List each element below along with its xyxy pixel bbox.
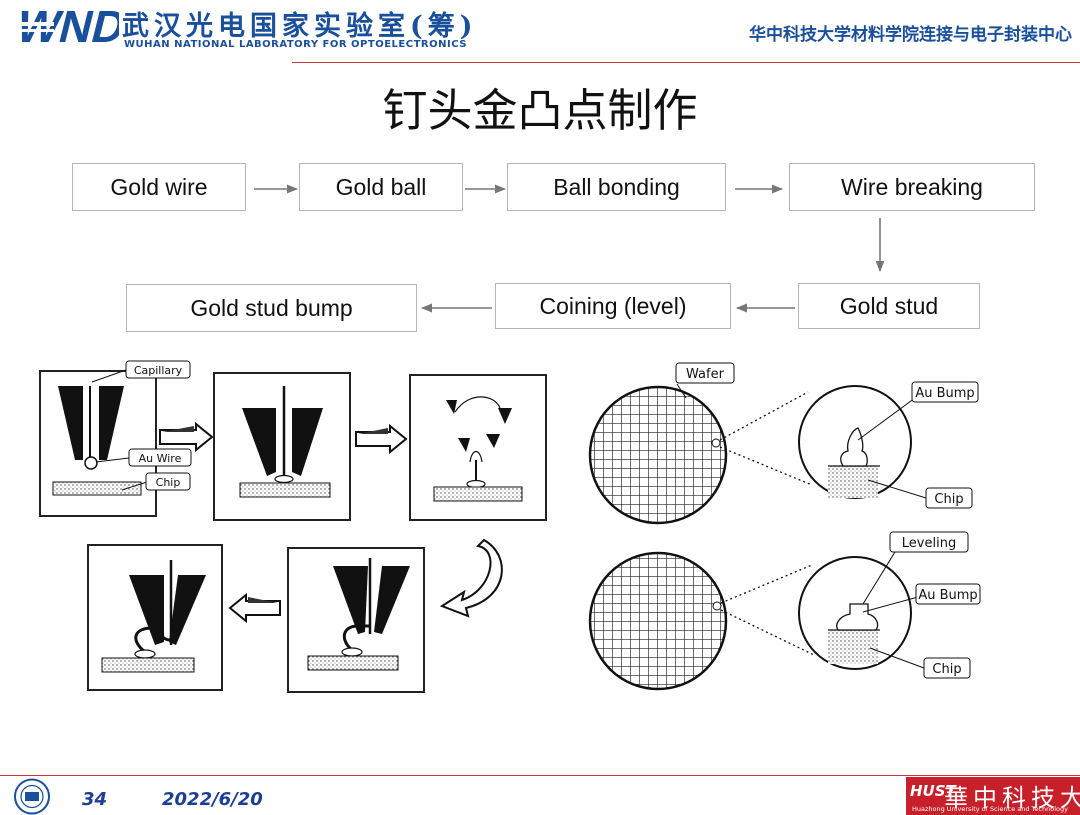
label-leveling: Leveling (902, 536, 956, 551)
bonding-step-1 (39, 370, 157, 517)
center-name: 华中科技大学材料学院连接与电子封装中心 (749, 25, 1072, 45)
lab-name-en: WUHAN NATIONAL LABORATORY FOR OPTOELECTR… (124, 39, 467, 50)
bump-detail-bottom (798, 556, 912, 670)
process-arrow-2 (355, 423, 408, 455)
university-logo: HUST 華中科技大學 Huazhong University of Scien… (906, 777, 1080, 815)
university-mark: HUST (910, 782, 956, 800)
label-chip: Chip (156, 476, 181, 489)
footer-divider (0, 775, 1080, 776)
bonding-step-4 (287, 547, 425, 693)
university-seal (14, 778, 50, 815)
label-wafer: Wafer (686, 367, 725, 382)
header-divider (292, 62, 1080, 63)
bump-detail-top (798, 385, 912, 499)
wnlo-logo: WND (6, 2, 119, 46)
wafer-bottom (588, 551, 728, 691)
flow-step-coining: Coining (level) (495, 283, 731, 329)
flow-step-gold-stud: Gold stud (798, 283, 980, 329)
bonding-step-3 (409, 374, 547, 521)
flow-step-ball-bonding: Ball bonding (507, 163, 726, 211)
label-au-bump-bottom: Au Bump (918, 588, 977, 603)
label-au-wire: Au Wire (139, 452, 182, 465)
university-name-cn: 華中科技大學 (944, 784, 1080, 812)
lab-name-cn: 武汉光电国家实验室(筹) (122, 11, 478, 42)
process-arrow-3 (439, 538, 503, 618)
flow-step-gold-ball: Gold ball (299, 163, 463, 211)
flow-step-gold-wire: Gold wire (72, 163, 246, 211)
bonding-step-2 (213, 372, 351, 521)
flow-step-wire-breaking: Wire breaking (789, 163, 1035, 211)
label-chip-bottom: Chip (932, 662, 961, 677)
process-arrow-1 (159, 421, 214, 453)
label-au-bump-top: Au Bump (915, 386, 974, 401)
university-name-en: Huazhong University of Science and Techn… (912, 805, 1068, 813)
slide-date: 2022/6/20 (162, 789, 263, 810)
bonding-step-5 (87, 544, 223, 691)
page-title: 钉头金凸点制作 (382, 84, 698, 137)
label-chip-top: Chip (934, 492, 963, 507)
process-arrow-4 (228, 592, 281, 624)
wafer-top (588, 385, 728, 525)
label-capillary: Capillary (134, 364, 183, 377)
page-number: 34 (82, 789, 108, 810)
flow-step-gold-stud-bump: Gold stud bump (126, 284, 417, 332)
